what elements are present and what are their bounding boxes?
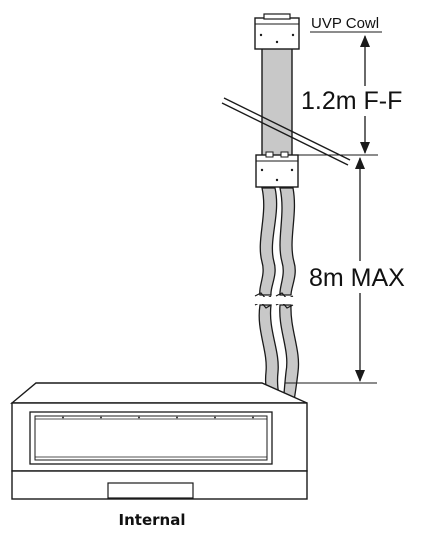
- upper-dimension-label: 1.2m F-F: [301, 87, 402, 115]
- cowl-label: UVP Cowl: [311, 15, 379, 32]
- lower-dimension-mask: [305, 261, 415, 293]
- flexible-ducts: [258, 187, 300, 409]
- junction-box: [255, 151, 299, 188]
- upper-pipe: [261, 47, 293, 157]
- caption: Internal: [119, 511, 186, 529]
- indoor-unit: [10, 382, 308, 500]
- upper-dimension-mask: [296, 86, 423, 116]
- lower-dimension-label: 8m MAX: [309, 264, 405, 292]
- uvp-cowl: [254, 13, 300, 50]
- break-symbol: [254, 292, 296, 309]
